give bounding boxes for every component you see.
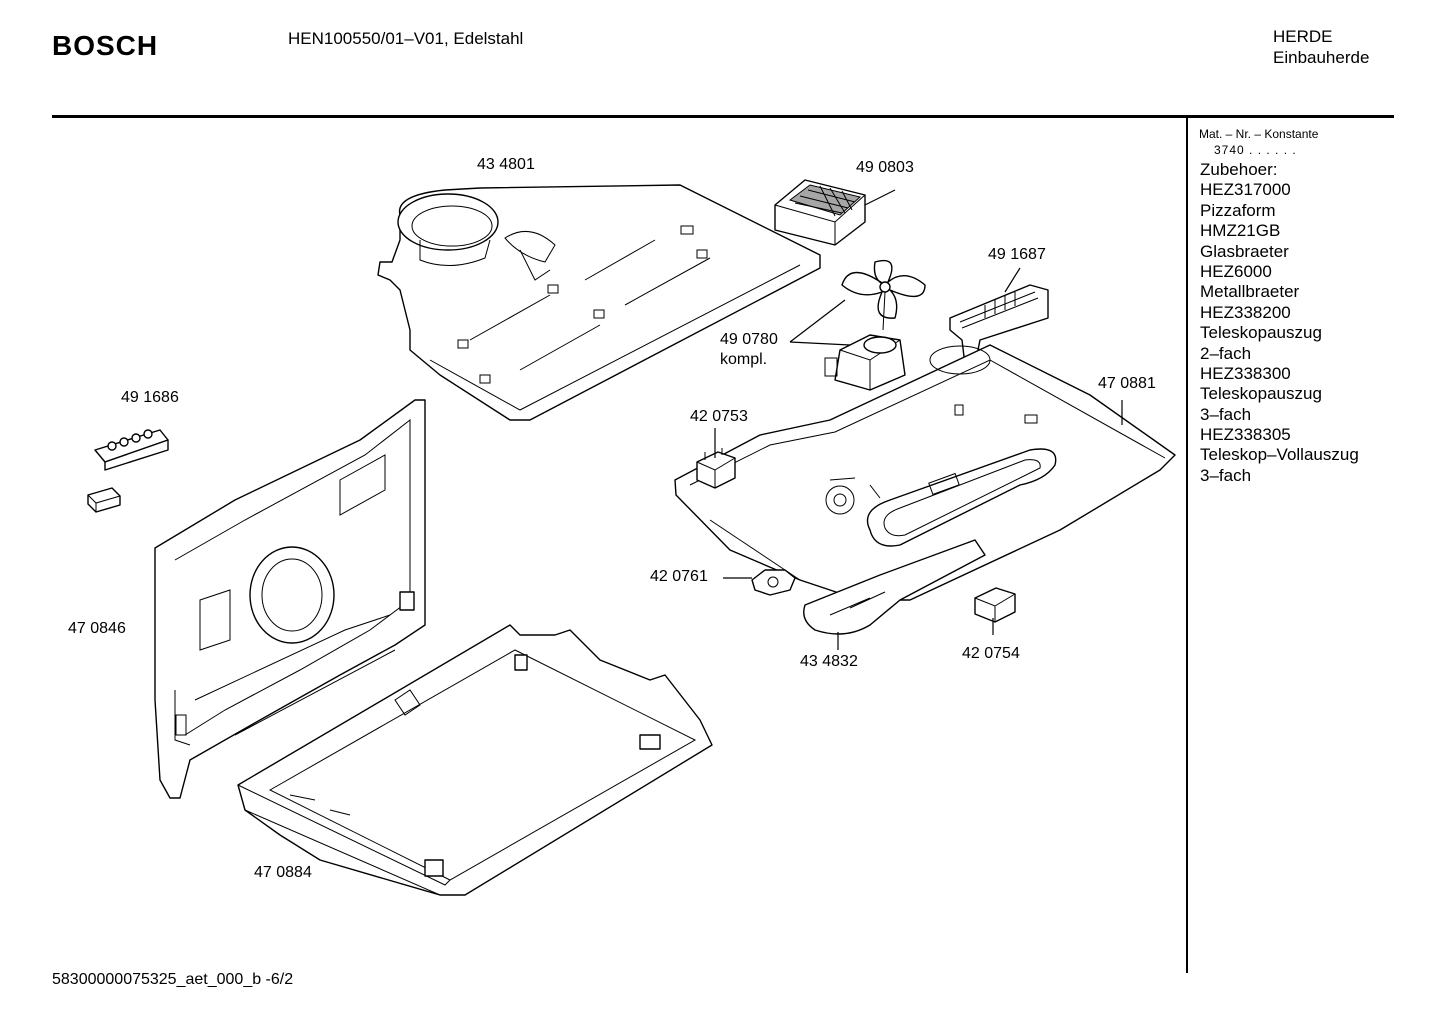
part-490780-fan-motor — [824, 259, 926, 391]
part-420753-thermostat — [696, 448, 736, 489]
accessory-item: Teleskopauszug — [1200, 323, 1322, 343]
accessory-item: HEZ338300 — [1200, 363, 1291, 383]
part-label-434832: 43 4832 — [800, 653, 858, 670]
part-label-420761: 42 0761 — [650, 568, 708, 585]
part-label-470846: 47 0846 — [68, 620, 126, 637]
part-434832-shield — [803, 539, 986, 635]
part-434801-duct-cover — [377, 184, 821, 421]
part-490803-heat-grille — [774, 179, 866, 246]
material-number-title: Mat. – Nr. – Konstante — [1199, 127, 1319, 141]
part-420754-thermostat — [974, 587, 1016, 623]
part-label-434801: 43 4801 — [477, 156, 535, 173]
accessory-item: HEZ317000 — [1200, 180, 1291, 200]
part-label-490780: 49 0780 — [720, 331, 778, 348]
callout-leaders — [714, 189, 1123, 650]
accessory-item: Metallbraeter — [1200, 282, 1300, 302]
accessory-item: Glasbraeter — [1200, 241, 1289, 261]
accessory-item: Zubehoer: — [1200, 160, 1278, 179]
category-label: HERDE — [1273, 27, 1333, 46]
model-title: HEN100550/01–V01, Edelstahl — [288, 29, 524, 48]
material-number-value: 3740 . . . . . . — [1214, 143, 1297, 157]
part-420761-retaining-plate — [751, 569, 796, 596]
header-divider — [52, 115, 1394, 118]
part-491686-switch-block — [87, 429, 169, 513]
part-470881-bottom-plate — [674, 344, 1176, 601]
part-label-420753: 42 0753 — [690, 408, 748, 425]
part-label-490780-note: kompl. — [720, 351, 768, 368]
part-label-470884: 47 0884 — [254, 864, 312, 881]
accessory-item: Pizzaform — [1200, 200, 1276, 220]
accessory-item: HMZ21GB — [1200, 221, 1281, 241]
accessory-item: HEZ6000 — [1200, 261, 1272, 281]
accessory-item: Teleskopauszug — [1200, 384, 1322, 404]
part-label-470881: 47 0881 — [1098, 375, 1156, 392]
subcategory-label: Einbauherde — [1273, 48, 1370, 67]
part-label-491686: 49 1686 — [121, 389, 179, 406]
accessory-item: HEZ338200 — [1200, 302, 1291, 322]
part-label-420754: 42 0754 — [962, 645, 1020, 662]
sidebar-divider — [1186, 118, 1188, 973]
accessory-item: 3–fach — [1200, 404, 1252, 424]
part-label-490803: 49 0803 — [856, 159, 914, 176]
accessory-item: Teleskop–Vollauszug — [1200, 445, 1359, 465]
accessory-item: 2–fach — [1200, 343, 1252, 363]
accessory-item: 3–fach — [1200, 465, 1252, 485]
part-label-491687: 49 1687 — [988, 246, 1046, 263]
document-id: 58300000075325_aet_000_b -6/2 — [52, 971, 294, 988]
part-470846-rear-panel — [154, 399, 426, 799]
accessory-list: Zubehoer: HEZ317000 Pizzaform HMZ21GB Gl… — [1200, 160, 1359, 486]
brand-logo: BOSCH — [52, 30, 159, 61]
part-470884-bottom-tray — [237, 624, 713, 896]
accessory-item: HEZ338305 — [1200, 425, 1291, 445]
